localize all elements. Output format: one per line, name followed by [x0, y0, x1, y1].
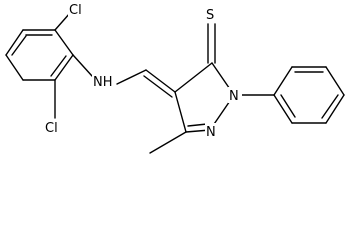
ring-a-bond-3: [54, 54, 74, 81]
pyrazole-c3-c4: [174, 91, 187, 133]
pyrazole-n2-label: N: [206, 125, 216, 140]
exocyclic-double-1: [145, 69, 176, 93]
sulfur-label: S: [206, 8, 214, 23]
cl-top-bond: [54, 12, 71, 31]
pyrazole-c4-c5: [174, 62, 213, 93]
ring-a-double-2: [50, 55, 67, 77]
ring-b-bond-4: [325, 94, 345, 124]
pyrazole-n2-c3-double: [187, 123, 208, 127]
ring-b-double-3: [280, 94, 296, 118]
nh-ch-bond: [116, 69, 147, 85]
amine-nh-label: NH: [93, 75, 113, 90]
chlorine-top-label: Cl: [69, 3, 82, 18]
ring-a-bond-5: [5, 54, 24, 81]
dichlorophenyl-ring: [5, 29, 74, 81]
ring-b-double-2: [321, 94, 339, 119]
chlorine-bottom-label: Cl: [45, 121, 58, 136]
methyl-bond: [149, 131, 187, 154]
exocyclic-double-2: [143, 75, 173, 98]
ring-b-bond-3: [325, 66, 345, 96]
ring-a-double-3: [11, 35, 27, 56]
molecule-structure: Cl Cl NH S N N: [5, 1, 345, 154]
ring-b-bond-1: [273, 66, 293, 96]
aryl-nh-bond: [72, 54, 93, 77]
ring-a-bond-6: [5, 29, 24, 56]
pyrazole-n1-label: N: [229, 89, 239, 104]
pyrazole-ring: [174, 62, 235, 133]
phenyl-ring: [273, 66, 345, 124]
ring-b-bond-6: [273, 94, 293, 124]
ring-a-bond-2: [54, 29, 74, 56]
